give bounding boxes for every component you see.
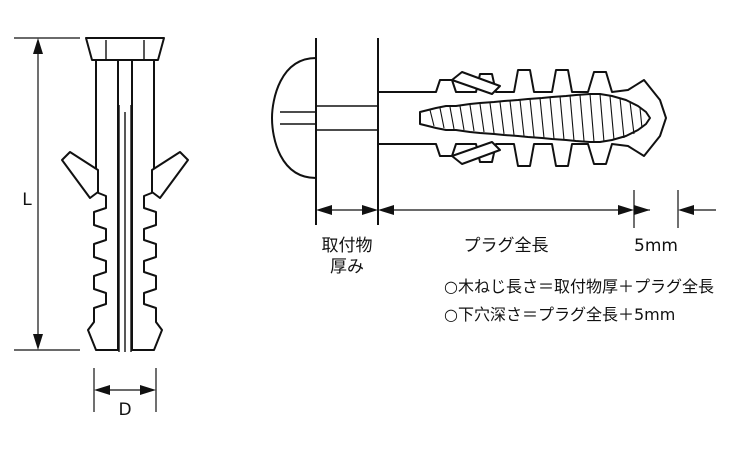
plug-right-half	[131, 39, 163, 351]
thickness-label-line2: 厚み	[330, 257, 364, 277]
length-dimension: L	[14, 37, 80, 351]
installed-view	[271, 38, 667, 225]
thread-hatching	[429, 93, 643, 143]
wing-lower	[451, 141, 501, 165]
diameter-dimension: D	[93, 368, 157, 420]
plug-side-view	[61, 37, 189, 352]
margin-label: 5mm	[634, 236, 678, 256]
thickness-label-line1: 取付物	[322, 236, 373, 256]
formula-hole-depth: ○下穴深さ＝プラグ全長＋5mm	[444, 305, 675, 324]
install-dimensions	[316, 190, 716, 228]
plug-left-half	[87, 39, 119, 351]
plug-collar	[85, 37, 165, 61]
screw-head	[271, 57, 317, 179]
plug-wing-left	[61, 151, 99, 199]
plug-wing-right	[151, 151, 189, 199]
formula-screw-length: ○木ねじ長さ＝取付物厚＋プラグ全長	[444, 277, 714, 296]
diameter-label: D	[118, 400, 131, 420]
plug-length-label: プラグ全長	[464, 236, 549, 256]
length-label: L	[22, 190, 32, 210]
wing-upper	[451, 71, 501, 95]
